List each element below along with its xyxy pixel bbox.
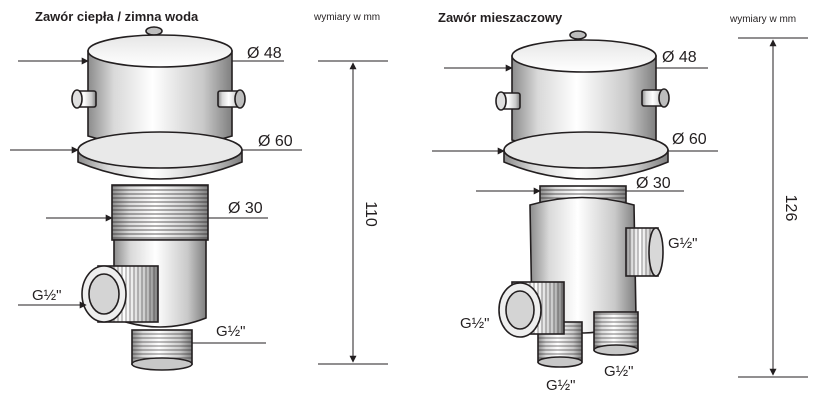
right-dim-height: 126 — [782, 195, 799, 222]
right-title: Zawór mieszaczowy — [438, 10, 563, 25]
right-port-right-label: G½" — [668, 235, 698, 252]
knob-tip — [145, 26, 163, 36]
right-port-bottom-right-label: G½" — [604, 363, 634, 380]
left-valve-drawing — [71, 26, 246, 371]
right-port-left-label: G½" — [460, 315, 490, 332]
left-units-note: wymiary w mm — [313, 12, 380, 23]
left-panel: Zawór ciepła / zimna woda wymiary w mm — [10, 9, 388, 371]
right-panel: Zawór mieszaczowy wymiary w mm — [432, 10, 808, 394]
left-port-bottom-label: G½" — [216, 323, 246, 340]
left-dim-flange-diameter: Ø 60 — [258, 133, 293, 150]
left-dim-thread-diameter: Ø 30 — [228, 200, 263, 217]
right-dim-flange-diameter: Ø 60 — [672, 131, 707, 148]
right-dim-top-diameter: Ø 48 — [662, 49, 697, 66]
left-dim-top-diameter: Ø 48 — [247, 45, 282, 62]
right-port-bottom-left-label: G½" — [546, 377, 576, 394]
right-handle-top — [511, 39, 657, 73]
left-handle-top — [87, 34, 233, 68]
right-units-note: wymiary w mm — [729, 14, 796, 25]
right-dim-thread-diameter: Ø 30 — [636, 175, 671, 192]
right-valve-drawing — [495, 30, 670, 368]
left-dim-height: 110 — [362, 201, 379, 227]
left-title: Zawór ciepła / zimna woda — [35, 9, 199, 24]
left-port-side-label: G½" — [32, 287, 62, 304]
